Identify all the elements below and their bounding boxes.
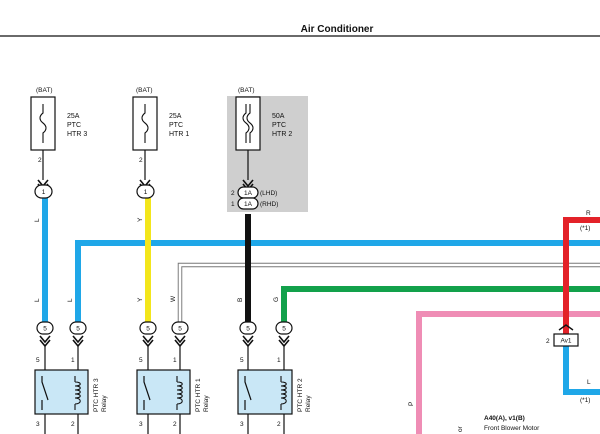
svg-text:2: 2 [173, 421, 177, 428]
svg-text:5: 5 [76, 326, 80, 333]
wire-label: P [408, 402, 415, 406]
wire-label: Y [137, 297, 144, 302]
svg-text:1: 1 [144, 189, 148, 196]
relay-label: PTC HTR 2 [297, 378, 304, 412]
fuse-label: HTR 2 [272, 131, 292, 138]
fuse-source: (BAT) [136, 87, 153, 94]
fuse-ptc-htr2: (BAT) 50A PTC HTR 2 [235, 87, 292, 151]
pin-number: 2 [38, 157, 42, 164]
svg-text:1A: 1A [244, 190, 253, 197]
connector-upper-1: 1 [34, 179, 53, 199]
relay-label: Relay [101, 395, 108, 412]
or-label: or [457, 425, 464, 432]
svg-text:5: 5 [240, 357, 244, 364]
fuse-label: HTR 3 [67, 131, 87, 138]
coil-icon [176, 376, 183, 410]
relay-ptc-htr1: 5 1 3 2 PTC HTR 1 Relay [136, 346, 210, 434]
note-label: (*1) [580, 225, 590, 232]
svg-text:5: 5 [146, 326, 150, 333]
wire-label: Y [137, 217, 144, 222]
svg-text:5: 5 [178, 326, 182, 333]
fuse-icon [242, 104, 250, 143]
fuse-label: HTR 1 [169, 131, 189, 138]
pin-number: 2 [139, 157, 143, 164]
fuse-label: PTC [169, 122, 183, 129]
wire-label: R [586, 210, 591, 217]
relay-ptc-htr2: 5 1 3 2 PTC HTR 2 Relay [237, 346, 312, 434]
wire-blue-motor [563, 346, 600, 395]
wire-label: G [273, 297, 280, 302]
fuse-icon [39, 104, 47, 143]
page-title: Air Conditioner [301, 24, 374, 35]
wire-white [178, 263, 600, 322]
fuse-icon [141, 104, 149, 143]
wire-pink [416, 311, 600, 434]
svg-text:2: 2 [277, 421, 281, 428]
coil-icon [280, 376, 287, 410]
wire-label: L [587, 379, 591, 386]
wire-label: L [34, 298, 41, 302]
wire-red [563, 217, 600, 334]
fuse-source: (BAT) [36, 87, 53, 94]
fuse-ptc-htr3: (BAT) 25A PTC HTR 3 2 [30, 87, 87, 164]
svg-text:1: 1 [42, 189, 46, 196]
wire-label: B [237, 298, 244, 302]
wire-label: W [170, 295, 177, 302]
svg-text:3: 3 [240, 421, 244, 428]
connector-lower-2: 5 [69, 321, 87, 348]
connector-lower-1: 5 [36, 321, 54, 348]
svg-text:1: 1 [231, 201, 235, 208]
switch-icon [41, 376, 49, 410]
relay-label: PTC HTR 1 [195, 378, 202, 412]
svg-text:5: 5 [36, 357, 40, 364]
note-label: (*1) [580, 397, 590, 404]
fuse-label: PTC [272, 122, 286, 129]
svg-text:(LHD): (LHD) [260, 190, 277, 197]
svg-text:2: 2 [71, 421, 75, 428]
svg-text:1A: 1A [244, 201, 253, 208]
relay-label: Relay [305, 395, 312, 412]
connector-lower-4: 5 [171, 321, 189, 348]
fuse-ptc-htr1: (BAT) 25A PTC HTR 1 2 [132, 87, 189, 164]
wire-label: L [34, 218, 41, 222]
coil-icon [74, 376, 81, 410]
motor-code: A40(A), v1(B) [484, 415, 525, 422]
relay-label: PTC HTR 3 [93, 378, 100, 412]
fuse-amp: 50A [272, 113, 285, 120]
motor-name: Front Blower Motor [484, 425, 540, 432]
switch-icon [244, 376, 252, 410]
connector-av1: Av1 2 [546, 324, 579, 347]
svg-text:(RHD): (RHD) [260, 201, 278, 208]
connector-lower-5: 5 [239, 321, 257, 348]
svg-text:1: 1 [173, 357, 177, 364]
svg-text:1: 1 [71, 357, 75, 364]
relay-label: Relay [203, 395, 210, 412]
connector-lower-3: 5 [139, 321, 157, 348]
svg-text:Av1: Av1 [560, 338, 571, 345]
connector-lower-6: 5 [275, 321, 293, 348]
svg-text:5: 5 [139, 357, 143, 364]
svg-text:2: 2 [546, 338, 550, 345]
connector-upper-2: 1 [136, 179, 155, 199]
svg-text:3: 3 [36, 421, 40, 428]
wire-blue-bus [75, 240, 600, 322]
svg-text:5: 5 [246, 326, 250, 333]
svg-text:2: 2 [231, 190, 235, 197]
svg-text:5: 5 [43, 326, 47, 333]
fuse-icon [246, 104, 254, 143]
fuse-amp: 25A [67, 113, 80, 120]
fuse-amp: 25A [169, 113, 182, 120]
relay-ptc-htr3: 5 1 3 2 PTC HTR 3 Relay [34, 346, 108, 434]
svg-text:1: 1 [277, 357, 281, 364]
svg-text:3: 3 [139, 421, 143, 428]
connector-upper-1a: 1A 1A 2 1 (LHD) (RHD) [231, 179, 278, 210]
wire-label: L [67, 298, 74, 302]
svg-text:5: 5 [282, 326, 286, 333]
fuse-source: (BAT) [238, 87, 255, 94]
wire-green [281, 286, 600, 322]
switch-icon [143, 376, 151, 410]
fuse-label: PTC [67, 122, 81, 129]
